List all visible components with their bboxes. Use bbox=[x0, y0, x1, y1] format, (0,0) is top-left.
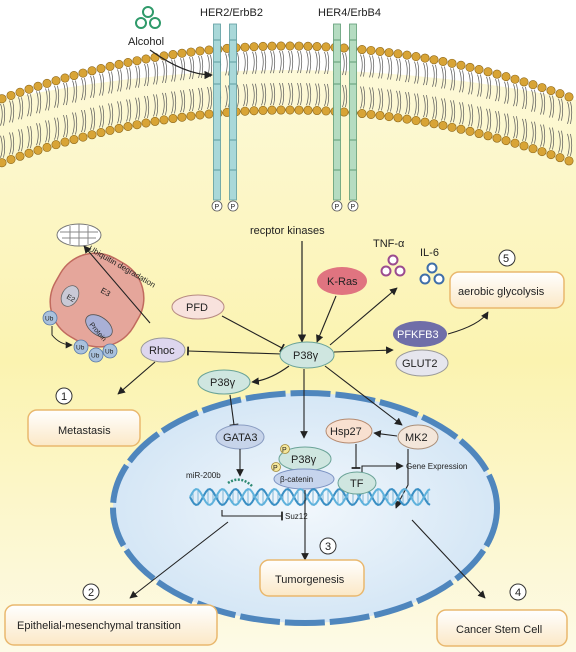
alcohol-label: Alcohol bbox=[128, 36, 164, 48]
kras-label: K-Ras bbox=[327, 276, 358, 288]
alcohol-molecules-icon bbox=[135, 6, 161, 29]
p38-cytoplasmic-protein bbox=[197, 369, 251, 395]
bcatenin-protein bbox=[273, 468, 335, 490]
tumorgenesis-label: Tumorgenesis bbox=[275, 574, 345, 586]
outcome-4-badge bbox=[509, 583, 527, 601]
her2-label: HER2/ErbB2 bbox=[200, 7, 263, 19]
outcome-5-number: 5 bbox=[503, 253, 509, 265]
svg-text:Ub: Ub bbox=[105, 349, 114, 356]
bcatenin-label: β-catenin bbox=[280, 475, 313, 484]
outcome-3-badge bbox=[319, 537, 337, 555]
svg-text:Ub: Ub bbox=[45, 316, 54, 323]
tf-label: TF bbox=[350, 478, 364, 490]
receptor-kinases-label: recptor kinases bbox=[250, 225, 325, 237]
svg-text:P: P bbox=[282, 447, 287, 454]
outcome-2-number: 2 bbox=[88, 587, 94, 599]
emt-box bbox=[4, 604, 218, 646]
kras-protein bbox=[317, 267, 367, 295]
p38-cytoplasmic-label: P38γ bbox=[210, 377, 236, 389]
suz12-label: Suz12 bbox=[285, 512, 308, 521]
tnf-molecules-icon bbox=[380, 254, 406, 277]
hsp27-protein bbox=[325, 418, 373, 444]
tnf-label: TNF-α bbox=[373, 238, 405, 250]
outcome-2-badge bbox=[82, 583, 100, 601]
hsp27-label: Hsp27 bbox=[330, 426, 362, 438]
svg-text:P: P bbox=[215, 204, 220, 211]
svg-text:E3: E3 bbox=[99, 286, 112, 299]
cell-membrane bbox=[0, 41, 574, 168]
aerobic-glycolysis-box bbox=[449, 271, 565, 309]
svg-text:P: P bbox=[335, 204, 340, 211]
tf-protein bbox=[337, 471, 377, 495]
her4-label: HER4/ErbB4 bbox=[318, 7, 381, 19]
outcome-4-number: 4 bbox=[515, 587, 521, 599]
pfd-protein bbox=[171, 294, 225, 320]
metastasis-label: Metastasis bbox=[58, 425, 111, 437]
il6-molecules-icon bbox=[419, 262, 445, 285]
outcome-1-number: 1 bbox=[61, 391, 67, 403]
cancer-stem-cell-box bbox=[436, 609, 568, 647]
dna-helix bbox=[189, 488, 431, 506]
svg-text:E2: E2 bbox=[65, 294, 76, 304]
phospho-markers: P P bbox=[271, 444, 290, 472]
p38-label: P38γ bbox=[293, 350, 319, 362]
svg-text:P: P bbox=[273, 465, 278, 472]
mk2-protein bbox=[397, 424, 439, 450]
tumorgenesis-box bbox=[259, 559, 365, 597]
il6-label: IL-6 bbox=[420, 247, 439, 259]
rhoc-label: Rhoc bbox=[149, 345, 175, 357]
mk2-label: MK2 bbox=[405, 432, 428, 444]
e2-protein: E2 bbox=[60, 285, 80, 307]
outcome-5-badge bbox=[498, 249, 516, 267]
svg-text:Ub: Ub bbox=[76, 345, 85, 352]
gene-expression-label: Gene Expression bbox=[406, 462, 467, 471]
rhoc-protein bbox=[140, 337, 186, 363]
svg-text:Ub: Ub bbox=[91, 353, 100, 360]
cancer-stem-cell-label: Cancer Stem Cell bbox=[456, 624, 542, 636]
aerobic-glycolysis-label: aerobic glycolysis bbox=[458, 286, 545, 298]
glut2-protein bbox=[395, 349, 449, 377]
proteasome-icon bbox=[56, 223, 102, 247]
pfkfb3-protein bbox=[393, 321, 447, 347]
svg-text:P: P bbox=[231, 204, 236, 211]
mir200b-label: miR-200b bbox=[186, 471, 221, 480]
pfkfb3-label: PFKFB3 bbox=[397, 329, 439, 341]
nuclear-p38-label: P38γ bbox=[291, 454, 317, 466]
svg-text:P: P bbox=[351, 204, 356, 211]
outcome-1-badge bbox=[55, 387, 73, 405]
e3-ligase: E3 bbox=[49, 252, 145, 348]
gata3-label: GATA3 bbox=[223, 432, 257, 444]
p38-protein bbox=[279, 341, 335, 369]
emt-label: Epithelial-mesenchymal transition bbox=[17, 620, 181, 632]
glut2-label: GLUT2 bbox=[402, 358, 437, 370]
outcome-3-number: 3 bbox=[325, 541, 331, 553]
metastasis-box bbox=[27, 409, 141, 447]
pfd-label: PFD bbox=[186, 302, 208, 314]
